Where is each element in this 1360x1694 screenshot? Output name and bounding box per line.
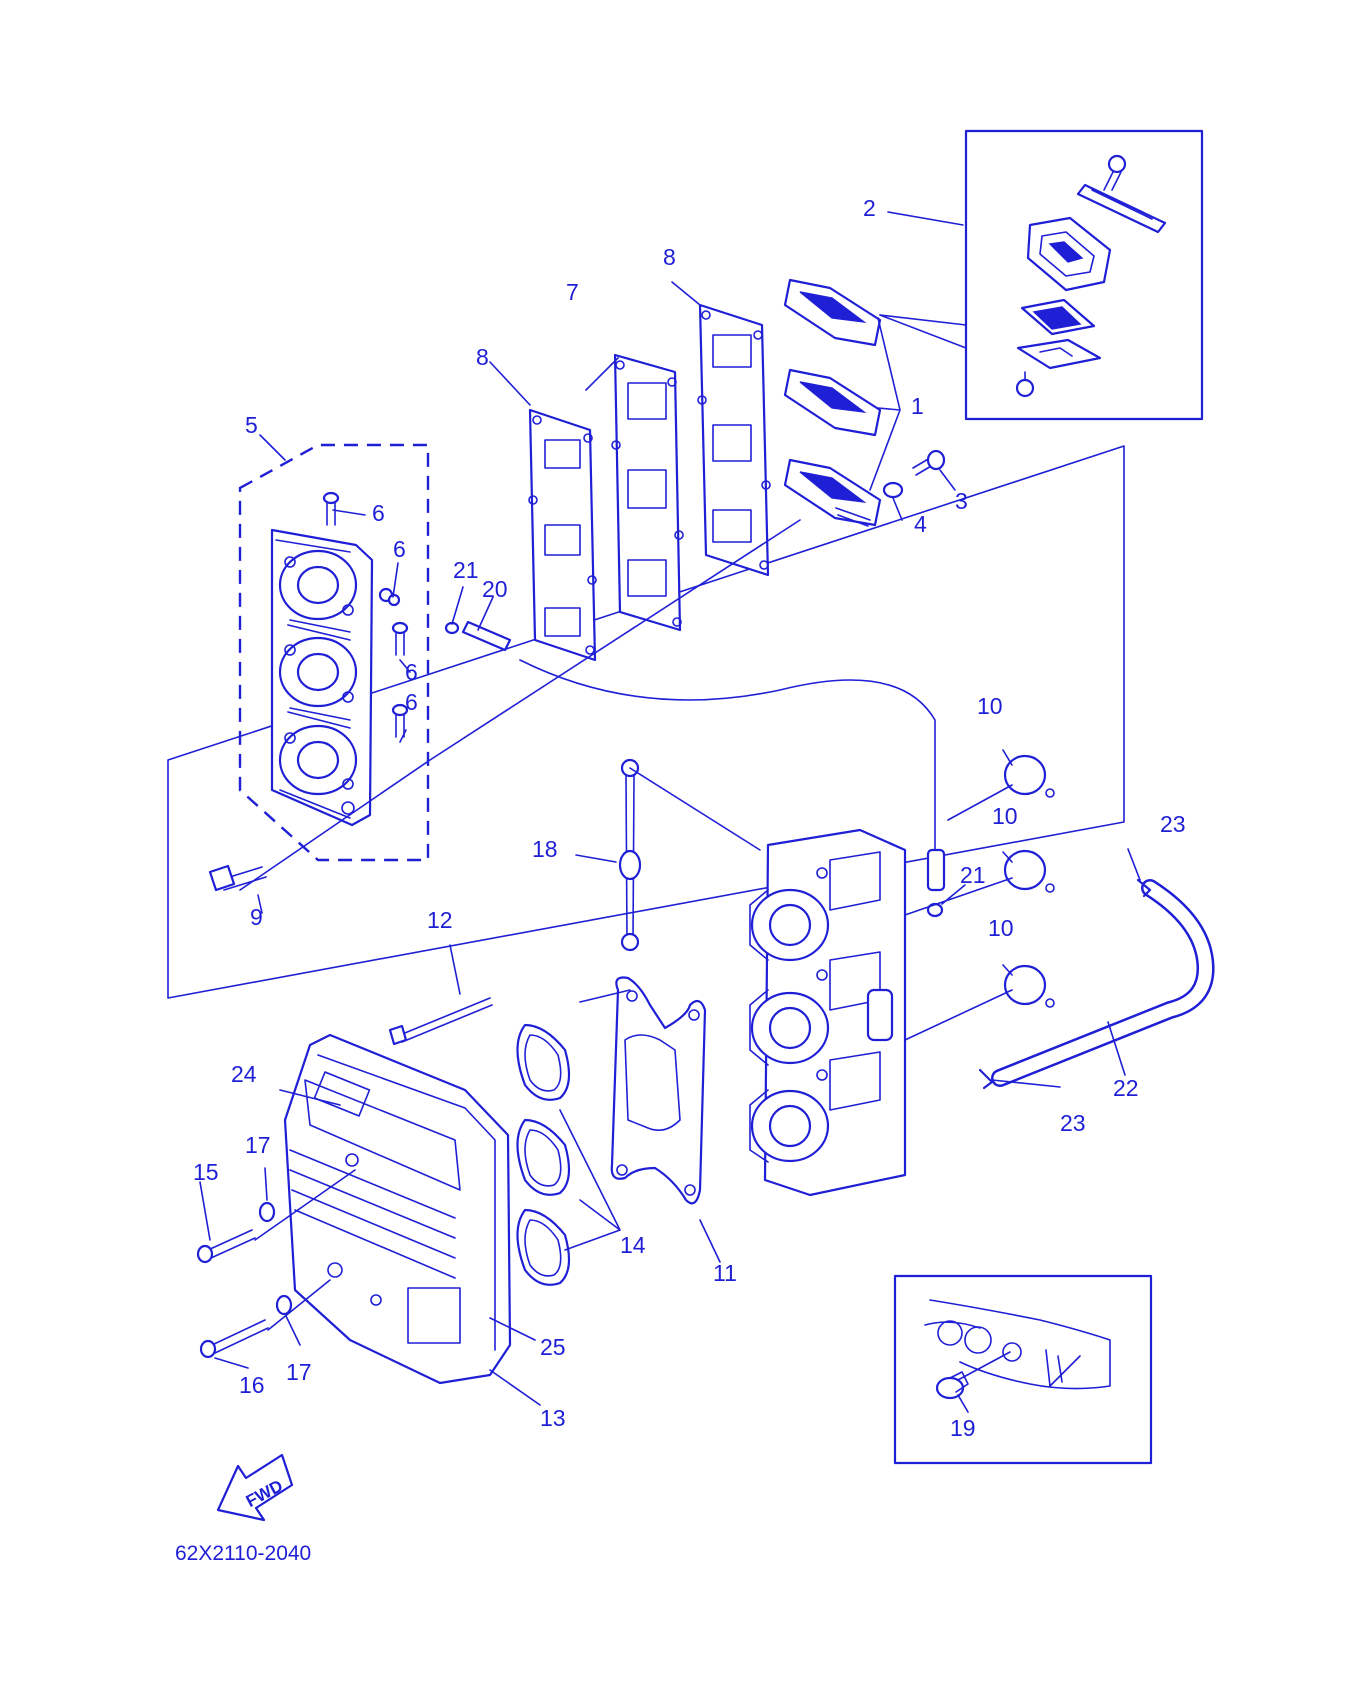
callout-17-b: 17 — [286, 1359, 312, 1385]
callout-23-b: 23 — [1060, 1110, 1086, 1136]
gasket-8-left — [528, 408, 597, 662]
callout-19: 19 — [950, 1415, 976, 1441]
bolt-9 — [208, 864, 267, 892]
callout-22: 22 — [1113, 1075, 1139, 1101]
callout-6-d: 6 — [405, 689, 418, 715]
callout-24: 24 — [231, 1061, 257, 1087]
callout-14: 14 — [620, 1232, 646, 1258]
gasket-11 — [610, 976, 707, 1205]
callout-1: 1 — [911, 393, 924, 419]
hose-fitting — [926, 848, 946, 892]
reed-valve-1 — [783, 278, 882, 527]
callout-18: 18 — [532, 836, 558, 862]
callout-20: 20 — [482, 576, 508, 602]
callout-21-b: 21 — [960, 862, 986, 888]
callout-9: 9 — [250, 904, 263, 930]
callout-6-a: 6 — [372, 500, 385, 526]
callout-13: 13 — [540, 1405, 566, 1431]
pin-20 — [461, 620, 512, 652]
callout-10-b: 10 — [992, 803, 1018, 829]
callout-6-c: 6 — [405, 659, 418, 685]
diagram-code: 62X2110-2040 — [175, 1542, 311, 1565]
callout-6-b: 6 — [393, 536, 406, 562]
manifold-dashed-group — [238, 443, 430, 862]
fuel-hose-curve — [519, 659, 936, 881]
silencer-cover-13 — [283, 1033, 512, 1385]
carburetor-assembly — [749, 828, 907, 1197]
o-ring-10-set — [1003, 754, 1055, 1008]
callout-15: 15 — [193, 1159, 219, 1185]
gasket-14-set — [516, 1023, 571, 1286]
callout-25: 25 — [540, 1334, 566, 1360]
intake-manifold — [270, 528, 374, 827]
callout-5: 5 — [245, 412, 258, 438]
gasket-8-right — [697, 303, 771, 577]
clamp-23-bottom — [978, 1068, 994, 1090]
reed-valve-detail-inset — [964, 129, 1204, 421]
callout-23-a: 23 — [1160, 811, 1186, 837]
hose-22 — [991, 879, 1215, 1087]
screw-3 — [912, 449, 946, 476]
callout-10-c: 10 — [988, 915, 1014, 941]
plug-detail-inset — [893, 1274, 1153, 1465]
callout-17-a: 17 — [245, 1132, 271, 1158]
callout-8-b: 8 — [663, 244, 676, 270]
callout-11: 11 — [713, 1260, 737, 1286]
callout-21-a: 21 — [453, 557, 479, 583]
callout-4: 4 — [914, 511, 927, 537]
bolt-12 — [388, 997, 493, 1046]
callout-3: 3 — [955, 488, 968, 514]
washer-17-top — [258, 1201, 276, 1223]
callout-7: 7 — [566, 279, 579, 305]
clamp-23-top — [1136, 878, 1152, 898]
bolt-16 — [199, 1319, 269, 1359]
callout-12: 12 — [427, 907, 453, 933]
gasket-7 — [611, 353, 684, 632]
callout-10-a: 10 — [977, 693, 1003, 719]
washer-4 — [882, 481, 904, 499]
linkage-rod-18 — [618, 758, 642, 952]
callout-2: 2 — [863, 195, 876, 221]
assembly-frame — [167, 445, 1125, 999]
bolt-15 — [196, 1229, 256, 1264]
washer-17-bottom — [275, 1294, 293, 1316]
callout-16: 16 — [239, 1372, 265, 1398]
forward-arrow-icon: FWD — [216, 1453, 294, 1522]
callout-8-a: 8 — [476, 344, 489, 370]
leader-lines — [199, 211, 1141, 1413]
